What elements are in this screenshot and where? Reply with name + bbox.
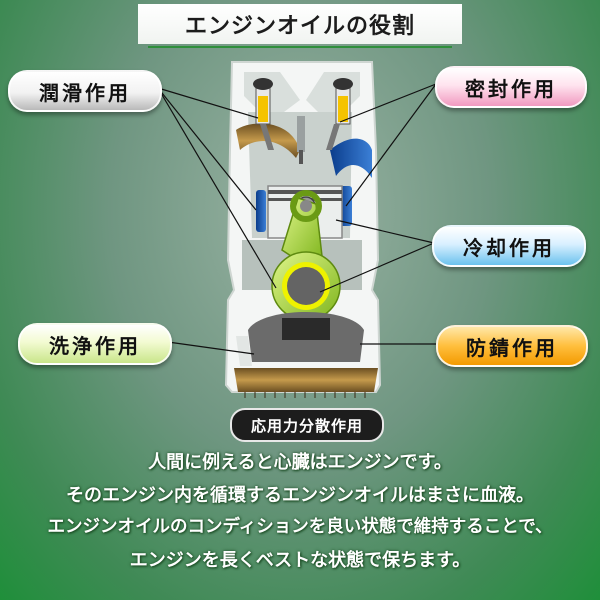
page-title: エンジンオイルの役割 (184, 13, 415, 39)
exhaust-valve-icon (326, 78, 353, 150)
spark-plug-icon (297, 116, 305, 164)
stress-dispersion-label: 応用力分散作用 (230, 408, 384, 442)
title-banner: エンジンオイルの役割 (138, 4, 462, 44)
crankcase (236, 312, 364, 366)
title-underline (148, 46, 452, 48)
coolant-jacket-icon (330, 138, 372, 178)
cleaning-label: 洗浄作用 (18, 323, 172, 365)
leader-lines (157, 83, 438, 355)
rust-prevention-label: 防錆作用 (436, 325, 588, 367)
caption-line: エンジンオイルのコンディションを良い状態で維持することで、 (47, 517, 553, 537)
caption-line: 人間に例えると心臓はエンジンです。 (148, 452, 452, 473)
caption-line: エンジンを長くベストな状態で保ちます。 (129, 550, 471, 571)
lubrication-label: 潤滑作用 (8, 70, 162, 112)
oil-pan (234, 368, 378, 392)
cooling-label: 冷却作用 (432, 225, 586, 267)
intake-valve-icon (253, 78, 274, 150)
oil-pan-fins (244, 392, 366, 398)
caption-line: そのエンジン内を循環するエンジンオイルはまさに血液。 (66, 485, 534, 506)
connecting-rod-icon (271, 190, 341, 321)
cylinder-seal-left (256, 190, 266, 232)
sealing-label: 密封作用 (435, 66, 587, 108)
